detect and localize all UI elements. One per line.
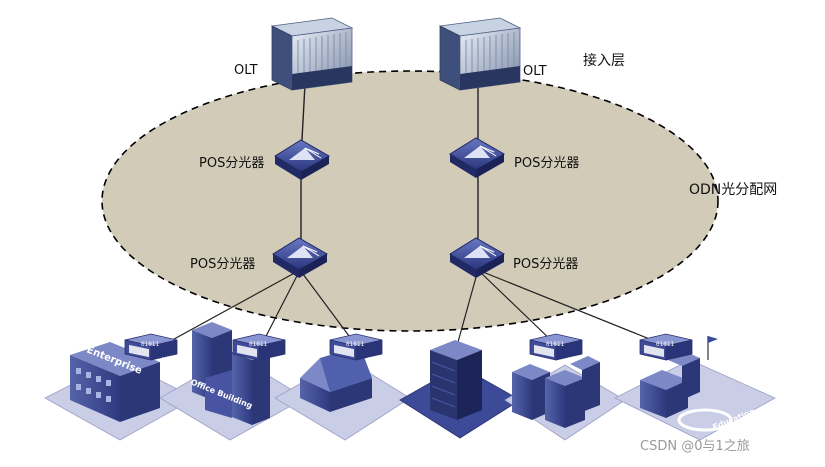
onu-code-education: 01011: [656, 341, 674, 348]
office-building: [192, 322, 270, 425]
apartment-building: [512, 356, 600, 428]
onu-code-house: 01011: [346, 341, 364, 348]
olt-right-label: OLT: [523, 64, 547, 79]
splitter-bottom-left: [272, 237, 329, 278]
watermark: CSDN @0与1之旅: [640, 439, 750, 454]
pos-bottom-left-label: POS分光器: [190, 257, 256, 272]
onu-code-apartment: 01011: [546, 341, 564, 348]
tower-building: [430, 340, 482, 420]
splitter-bottom-right: [449, 237, 506, 278]
onu-tag-house: ONU: [367, 355, 379, 364]
olt-device-left: [270, 17, 354, 91]
onu-code-enterprise: 01011: [141, 341, 159, 348]
access-layer-label: 接入层: [583, 53, 625, 69]
splitter-top-left: [274, 139, 331, 180]
enterprise-building: [70, 342, 160, 422]
pos-top-right-label: POS分光器: [514, 156, 580, 171]
olt-left-label: OLT: [234, 63, 258, 78]
odn-label: ODN光分配网: [689, 182, 778, 198]
onu-code-office: 01011: [249, 341, 267, 348]
onu-tag-enterprise: ONU: [161, 355, 173, 364]
odn-ellipse: [101, 70, 719, 332]
drop-lines: [164, 269, 663, 345]
splitter-top-right: [449, 137, 506, 178]
onu-tag-apartment: ONU: [567, 355, 579, 364]
education-building: [640, 336, 733, 432]
pos-top-left-label: POS分光器: [199, 156, 265, 171]
pos-bottom-right-label: POS分光器: [513, 257, 579, 272]
olt-device-right: [438, 17, 522, 91]
